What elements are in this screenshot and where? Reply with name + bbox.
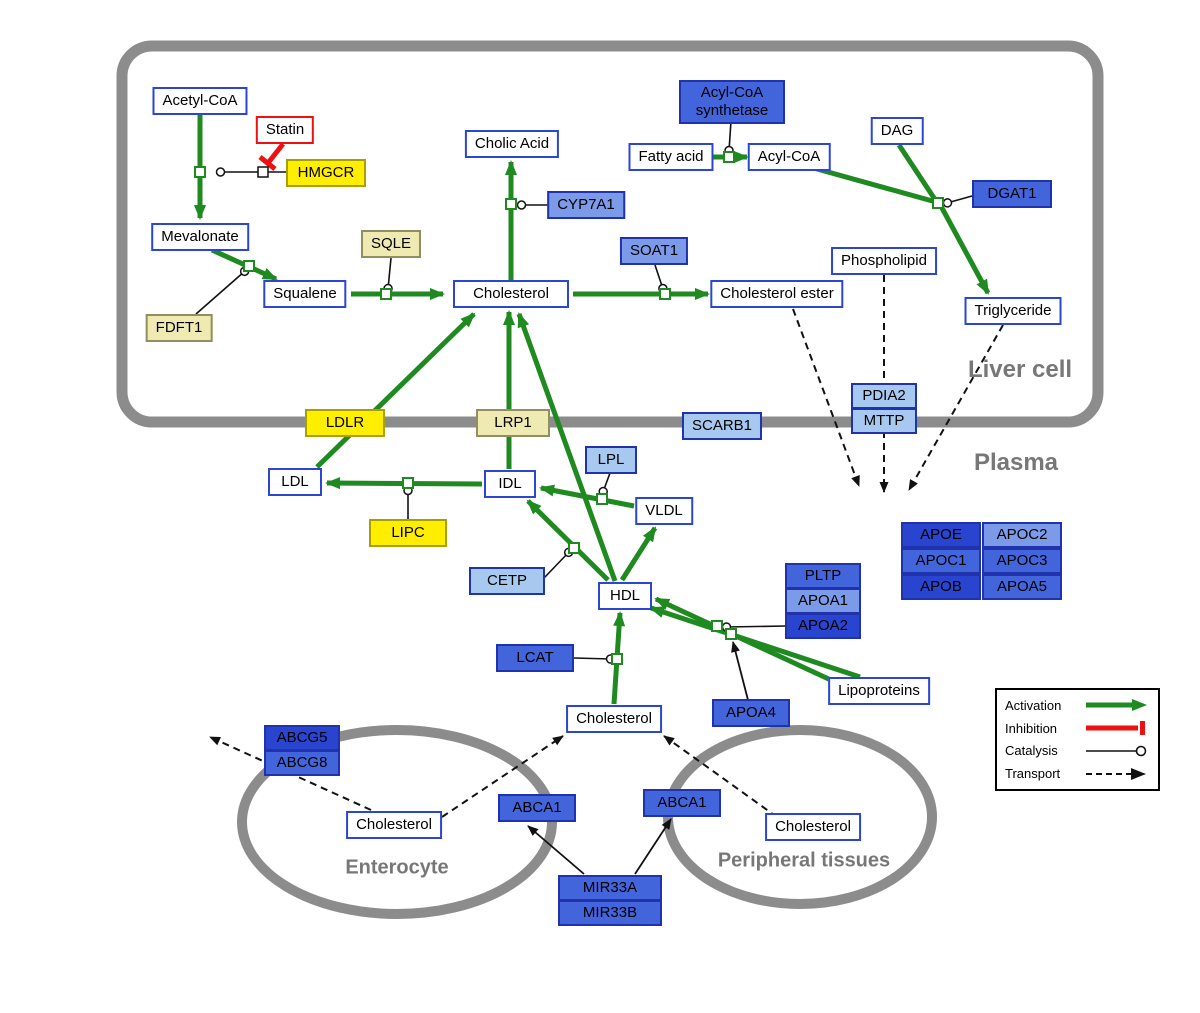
- node-mir33a: MIR33A: [558, 875, 662, 901]
- legend-inhibition-label: Inhibition: [1005, 720, 1058, 736]
- node-ldl: LDL: [268, 468, 322, 496]
- node-apoa2: APOA2: [785, 613, 861, 639]
- node-abcg8: ABCG8: [264, 750, 340, 776]
- activation-arrow-icon: [1086, 699, 1147, 712]
- legend-row-transport: Transport: [1005, 766, 1150, 782]
- enterocyte-membrane: [237, 725, 557, 919]
- node-pltp: PLTP: [785, 563, 861, 589]
- legend-row-catalysis: Catalysis: [1005, 743, 1150, 759]
- legend-catalysis-label: Catalysis: [1005, 743, 1058, 759]
- node-triglyceride: Triglyceride: [964, 297, 1062, 325]
- node-lcat: LCAT: [496, 644, 574, 672]
- node-mttp: MTTP: [851, 408, 917, 434]
- node-vldl: VLDL: [635, 497, 693, 525]
- node-dag: DAG: [870, 117, 924, 145]
- node-apoa4: APOA4: [712, 699, 790, 727]
- node-cholesterol-ester: Cholesterol ester: [710, 280, 844, 308]
- node-apoa5: APOA5: [982, 574, 1062, 600]
- activation-edges: [194, 114, 991, 705]
- liver-cell-label: Liver cell: [967, 356, 1073, 383]
- node-squalene: Squalene: [263, 280, 347, 308]
- plasma-label: Plasma: [973, 449, 1059, 476]
- catalysis-circle-icon: [1086, 745, 1147, 757]
- node-hmgcr: HMGCR: [286, 159, 366, 187]
- peripheral-tissues-membrane: [663, 725, 937, 909]
- legend: Activation Inhibition Catalysis Transpor…: [995, 688, 1160, 791]
- peripheral-tissues-label: Peripheral tissues: [717, 849, 891, 872]
- regulation-edges: [527, 641, 749, 875]
- node-soat1: SOAT1: [619, 237, 689, 265]
- node-hdl: HDL: [598, 582, 652, 610]
- node-abcg5: ABCG5: [264, 725, 340, 751]
- node-acyl-coa-synthetase: Acyl-CoA synthetase: [679, 80, 785, 124]
- node-apoc1: APOC1: [901, 548, 981, 574]
- node-apob: APOB: [901, 574, 981, 600]
- catalysis-junction-square: [257, 166, 269, 178]
- legend-row-activation: Activation: [1005, 697, 1150, 713]
- node-mevalonate: Mevalonate: [151, 223, 249, 251]
- node-scarb1: SCARB1: [681, 412, 763, 440]
- node-cholesterol-plasma: Cholesterol: [566, 705, 662, 733]
- enterocyte-label: Enterocyte: [345, 856, 449, 879]
- legend-transport-label: Transport: [1005, 766, 1061, 782]
- node-sqle: SQLE: [360, 230, 422, 258]
- node-acyl-coa: Acyl-CoA: [747, 143, 831, 171]
- legend-activation-label: Activation: [1005, 697, 1062, 713]
- reaction-squares: [194, 151, 944, 665]
- node-acetyl-coa: Acetyl-CoA: [152, 87, 248, 115]
- inhibition-bar-icon: [1086, 721, 1145, 736]
- node-cholesterol-peripheral: Cholesterol: [765, 813, 861, 841]
- node-pdia2: PDIA2: [851, 383, 917, 409]
- node-cetp: CETP: [469, 567, 545, 595]
- node-statin: Statin: [255, 116, 315, 144]
- liver-cell-membrane: [116, 40, 1104, 428]
- catalysis-edges: [195, 120, 973, 664]
- node-abca1-peripheral: ABCA1: [643, 789, 721, 817]
- node-apoc3: APOC3: [982, 548, 1062, 574]
- node-idl: IDL: [484, 470, 536, 498]
- node-phospholipid: Phospholipid: [831, 247, 937, 275]
- node-cyp7a1: CYP7A1: [547, 191, 625, 219]
- inhibition-edge: [258, 142, 285, 171]
- node-ldlr: LDLR: [305, 409, 385, 437]
- node-cholesterol-enterocyte: Cholesterol: [346, 811, 442, 839]
- node-lpl: LPL: [585, 446, 637, 474]
- legend-row-inhibition: Inhibition: [1005, 720, 1150, 736]
- node-apoa1: APOA1: [785, 588, 861, 614]
- node-dgat1: DGAT1: [972, 180, 1052, 208]
- node-lipc: LIPC: [369, 519, 447, 547]
- node-lrp1: LRP1: [476, 409, 550, 437]
- node-cholic-acid: Cholic Acid: [464, 130, 560, 158]
- node-cholesterol-liver: Cholesterol: [453, 280, 569, 308]
- node-fdft1: FDFT1: [145, 314, 213, 342]
- node-apoe: APOE: [901, 522, 981, 548]
- node-lipoproteins: Lipoproteins: [828, 677, 930, 705]
- node-mir33b: MIR33B: [558, 900, 662, 926]
- node-apoc2: APOC2: [982, 522, 1062, 548]
- transport-arrow-icon: [1086, 767, 1146, 780]
- node-fatty-acid: Fatty acid: [628, 143, 714, 171]
- node-abca1-enterocyte: ABCA1: [498, 794, 576, 822]
